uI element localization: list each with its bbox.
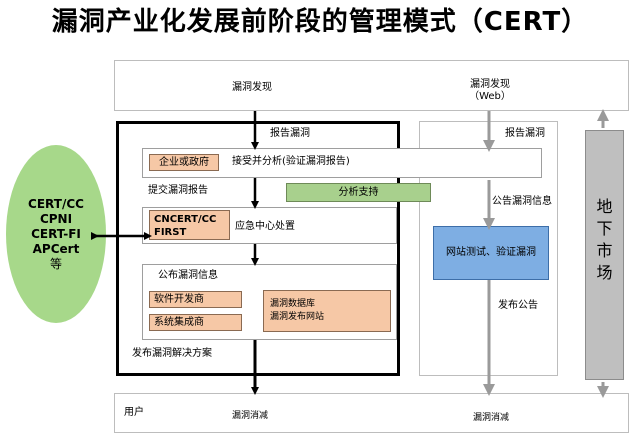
web-discovery-line2: （Web） bbox=[469, 91, 511, 102]
submit-report-label: 提交漏洞报告 bbox=[148, 185, 208, 196]
bottom-mitigation-left-label: 漏洞消减 bbox=[232, 411, 269, 421]
market-char-3: 市 bbox=[596, 241, 613, 260]
bottom-mitigation-right-label: 漏洞消减 bbox=[473, 413, 510, 423]
market-char-2: 下 bbox=[596, 219, 613, 238]
web-discovery-label: 漏洞发现 （Web） bbox=[460, 79, 520, 103]
first-line: FIRST bbox=[154, 227, 187, 238]
announce-info-label: 公告漏洞信息 bbox=[492, 196, 552, 207]
publish-notice-label: 发布公告 bbox=[498, 300, 538, 311]
analysis-support-box: 分析支持 bbox=[286, 183, 431, 202]
publish-info-label: 公布漏洞信息 bbox=[158, 270, 218, 281]
page-title: 漏洞产业化发展前阶段的管理模式（CERT） bbox=[51, 7, 589, 37]
user-label: 用户 bbox=[124, 407, 144, 418]
cert-orgs-list: CERT/CC CPNI CERT-FI APCert 等 bbox=[28, 197, 84, 272]
web-discovery-line1: 漏洞发现 bbox=[470, 79, 510, 90]
cert-org-1: CERT/CC bbox=[28, 196, 84, 211]
cert-orgs-oval: CERT/CC CPNI CERT-FI APCert 等 bbox=[6, 145, 106, 323]
vuln-site-line: 漏洞发布网站 bbox=[270, 312, 325, 322]
market-char-1: 地 bbox=[596, 197, 613, 216]
cert-org-3: CERT-FI bbox=[31, 226, 81, 241]
vuln-db-line: 漏洞数据库 bbox=[270, 299, 316, 309]
vuln-db-box: 漏洞数据库 漏洞发布网站 bbox=[263, 290, 391, 332]
system-integrator-box: 系统集成商 bbox=[149, 314, 242, 331]
enterprise-gov-box: 企业或政府 bbox=[149, 154, 219, 171]
cncert-line: CNCERT/CC bbox=[154, 214, 217, 225]
accept-analyze-label: 接受并分析(验证漏洞报告) bbox=[232, 156, 350, 167]
report-vuln-label: 报告漏洞 bbox=[270, 128, 310, 139]
cncert-first-box: CNCERT/CC FIRST bbox=[149, 210, 230, 240]
emergency-label: 应急中心处置 bbox=[235, 221, 295, 232]
publish-solution-label: 发布漏洞解决方案 bbox=[132, 348, 212, 359]
market-char-4: 场 bbox=[596, 263, 613, 282]
cert-org-5: 等 bbox=[49, 256, 62, 271]
web-report-label: 报告漏洞 bbox=[505, 128, 545, 139]
underground-market-box bbox=[585, 130, 624, 380]
top-discovery-band bbox=[114, 60, 629, 111]
bottom-mitigation-band bbox=[114, 393, 629, 433]
cert-org-2: CPNI bbox=[39, 211, 73, 226]
cert-org-4: APCert bbox=[32, 241, 80, 256]
software-vendor-box: 软件开发商 bbox=[149, 291, 242, 308]
underground-market-label: 地 下 市 场 bbox=[585, 196, 624, 284]
top-discovery-label: 漏洞发现 bbox=[232, 82, 272, 93]
